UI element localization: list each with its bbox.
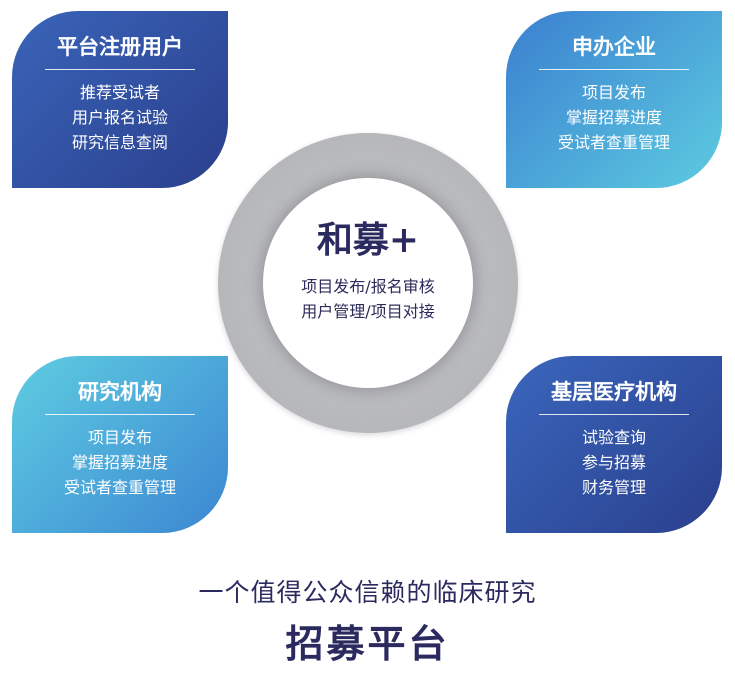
card-item: 用户报名试验 bbox=[71, 108, 168, 127]
card-primary-care: 基层医疗机构 试验查询 参与招募 财务管理 bbox=[506, 356, 722, 533]
tagline: 一个值得公众信赖的临床研究 bbox=[198, 578, 537, 607]
headline: 招募平台 bbox=[285, 622, 450, 666]
divider bbox=[45, 414, 195, 415]
card-item: 研究信息查阅 bbox=[71, 133, 168, 152]
center-line: 项目发布/报名审核 bbox=[301, 277, 435, 296]
card-item: 推荐受试者 bbox=[79, 83, 160, 102]
card-research-institution: 研究机构 项目发布 掌握招募进度 受试者查重管理 bbox=[12, 356, 228, 533]
card-title: 研究机构 bbox=[78, 379, 162, 404]
card-item: 财务管理 bbox=[581, 478, 646, 497]
card-item: 试验查询 bbox=[581, 428, 646, 447]
divider bbox=[45, 69, 195, 70]
card-item: 受试者查重管理 bbox=[557, 133, 670, 152]
card-title: 平台注册用户 bbox=[57, 34, 183, 59]
center-line: 用户管理/项目对接 bbox=[301, 302, 435, 321]
card-item: 受试者查重管理 bbox=[63, 478, 176, 497]
divider bbox=[539, 414, 689, 415]
card-title: 申办企业 bbox=[572, 34, 656, 59]
card-item: 项目发布 bbox=[87, 428, 152, 447]
center-lines: 项目发布/报名审核 用户管理/项目对接 bbox=[263, 274, 473, 324]
card-sponsor: 申办企业 项目发布 掌握招募进度 受试者查重管理 bbox=[506, 11, 722, 188]
card-title: 基层医疗机构 bbox=[551, 379, 677, 404]
card-item: 掌握招募进度 bbox=[71, 453, 168, 472]
card-platform-users: 平台注册用户 推荐受试者 用户报名试验 研究信息查阅 bbox=[12, 11, 228, 188]
card-item: 参与招募 bbox=[581, 453, 646, 472]
center-circle: 和募+ 项目发布/报名审核 用户管理/项目对接 bbox=[263, 178, 473, 388]
card-item: 掌握招募进度 bbox=[565, 108, 662, 127]
brand-title: 和募+ bbox=[316, 219, 420, 261]
card-item: 项目发布 bbox=[581, 83, 646, 102]
divider bbox=[539, 69, 689, 70]
